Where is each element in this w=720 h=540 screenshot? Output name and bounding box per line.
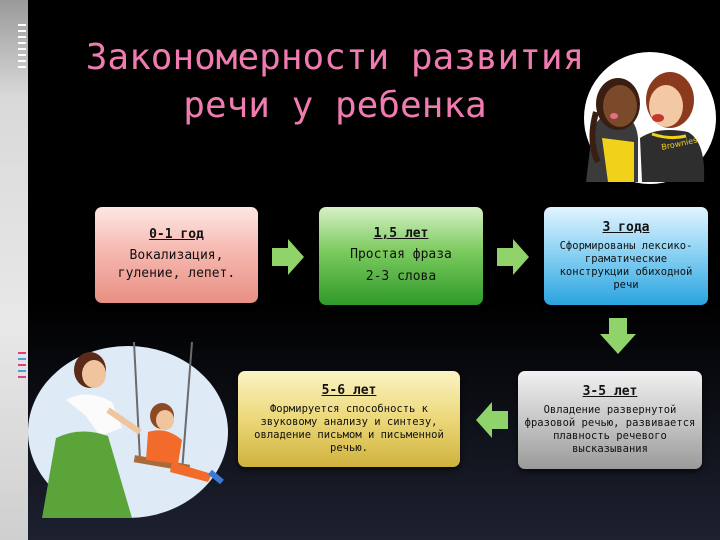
arrow-left-icon <box>476 402 508 438</box>
slide-title: Закономерности развития речи у ребенка <box>60 34 610 130</box>
stage-age: 0-1 год <box>149 227 204 242</box>
stage-text: 2-3 слова <box>365 269 437 284</box>
arrow-right-icon <box>497 239 529 275</box>
stage-age: 3 года <box>602 220 650 235</box>
stage-age: 5-6 лет <box>321 383 377 398</box>
stage-text: Овладение развернутой фразовой речью, ра… <box>524 404 696 455</box>
stage-age: 1,5 лет <box>373 226 429 241</box>
stage-box-5-6: 5-6 лет Формируется способность к звуков… <box>238 371 460 467</box>
arrow-right-icon <box>272 239 304 275</box>
arrow-down-icon <box>600 318 636 354</box>
stage-text: Простая фраза <box>350 247 452 262</box>
stage-box-3-5: 3-5 лет Овладение развернутой фразовой р… <box>518 371 702 469</box>
swing-clipart <box>28 341 228 518</box>
stage-box-0-1: 0-1 год Вокализация, гуление, лепет. <box>95 207 258 303</box>
stage-box-3: 3 года Сформированы лексико-граматически… <box>544 207 708 305</box>
decor-stripes-top <box>18 24 26 72</box>
slide-title-line2: речи у ребенка <box>183 85 487 126</box>
slide-title-line1: Закономерности развития <box>85 37 585 78</box>
stage-text: Сформированы лексико-граматические конст… <box>559 240 693 291</box>
decor-stripes-bottom <box>18 352 26 382</box>
stage-box-1-5: 1,5 лет Простая фраза 2-3 слова <box>319 207 483 305</box>
stage-text: Вокализация, <box>129 248 224 263</box>
left-decor-band <box>0 0 28 540</box>
girls-clipart: Brownies <box>584 52 716 184</box>
stage-age: 3-5 лет <box>582 384 638 399</box>
stage-text: гуление, лепет. <box>117 266 236 281</box>
stage-text: Формируется способность к звуковому анал… <box>254 403 444 454</box>
